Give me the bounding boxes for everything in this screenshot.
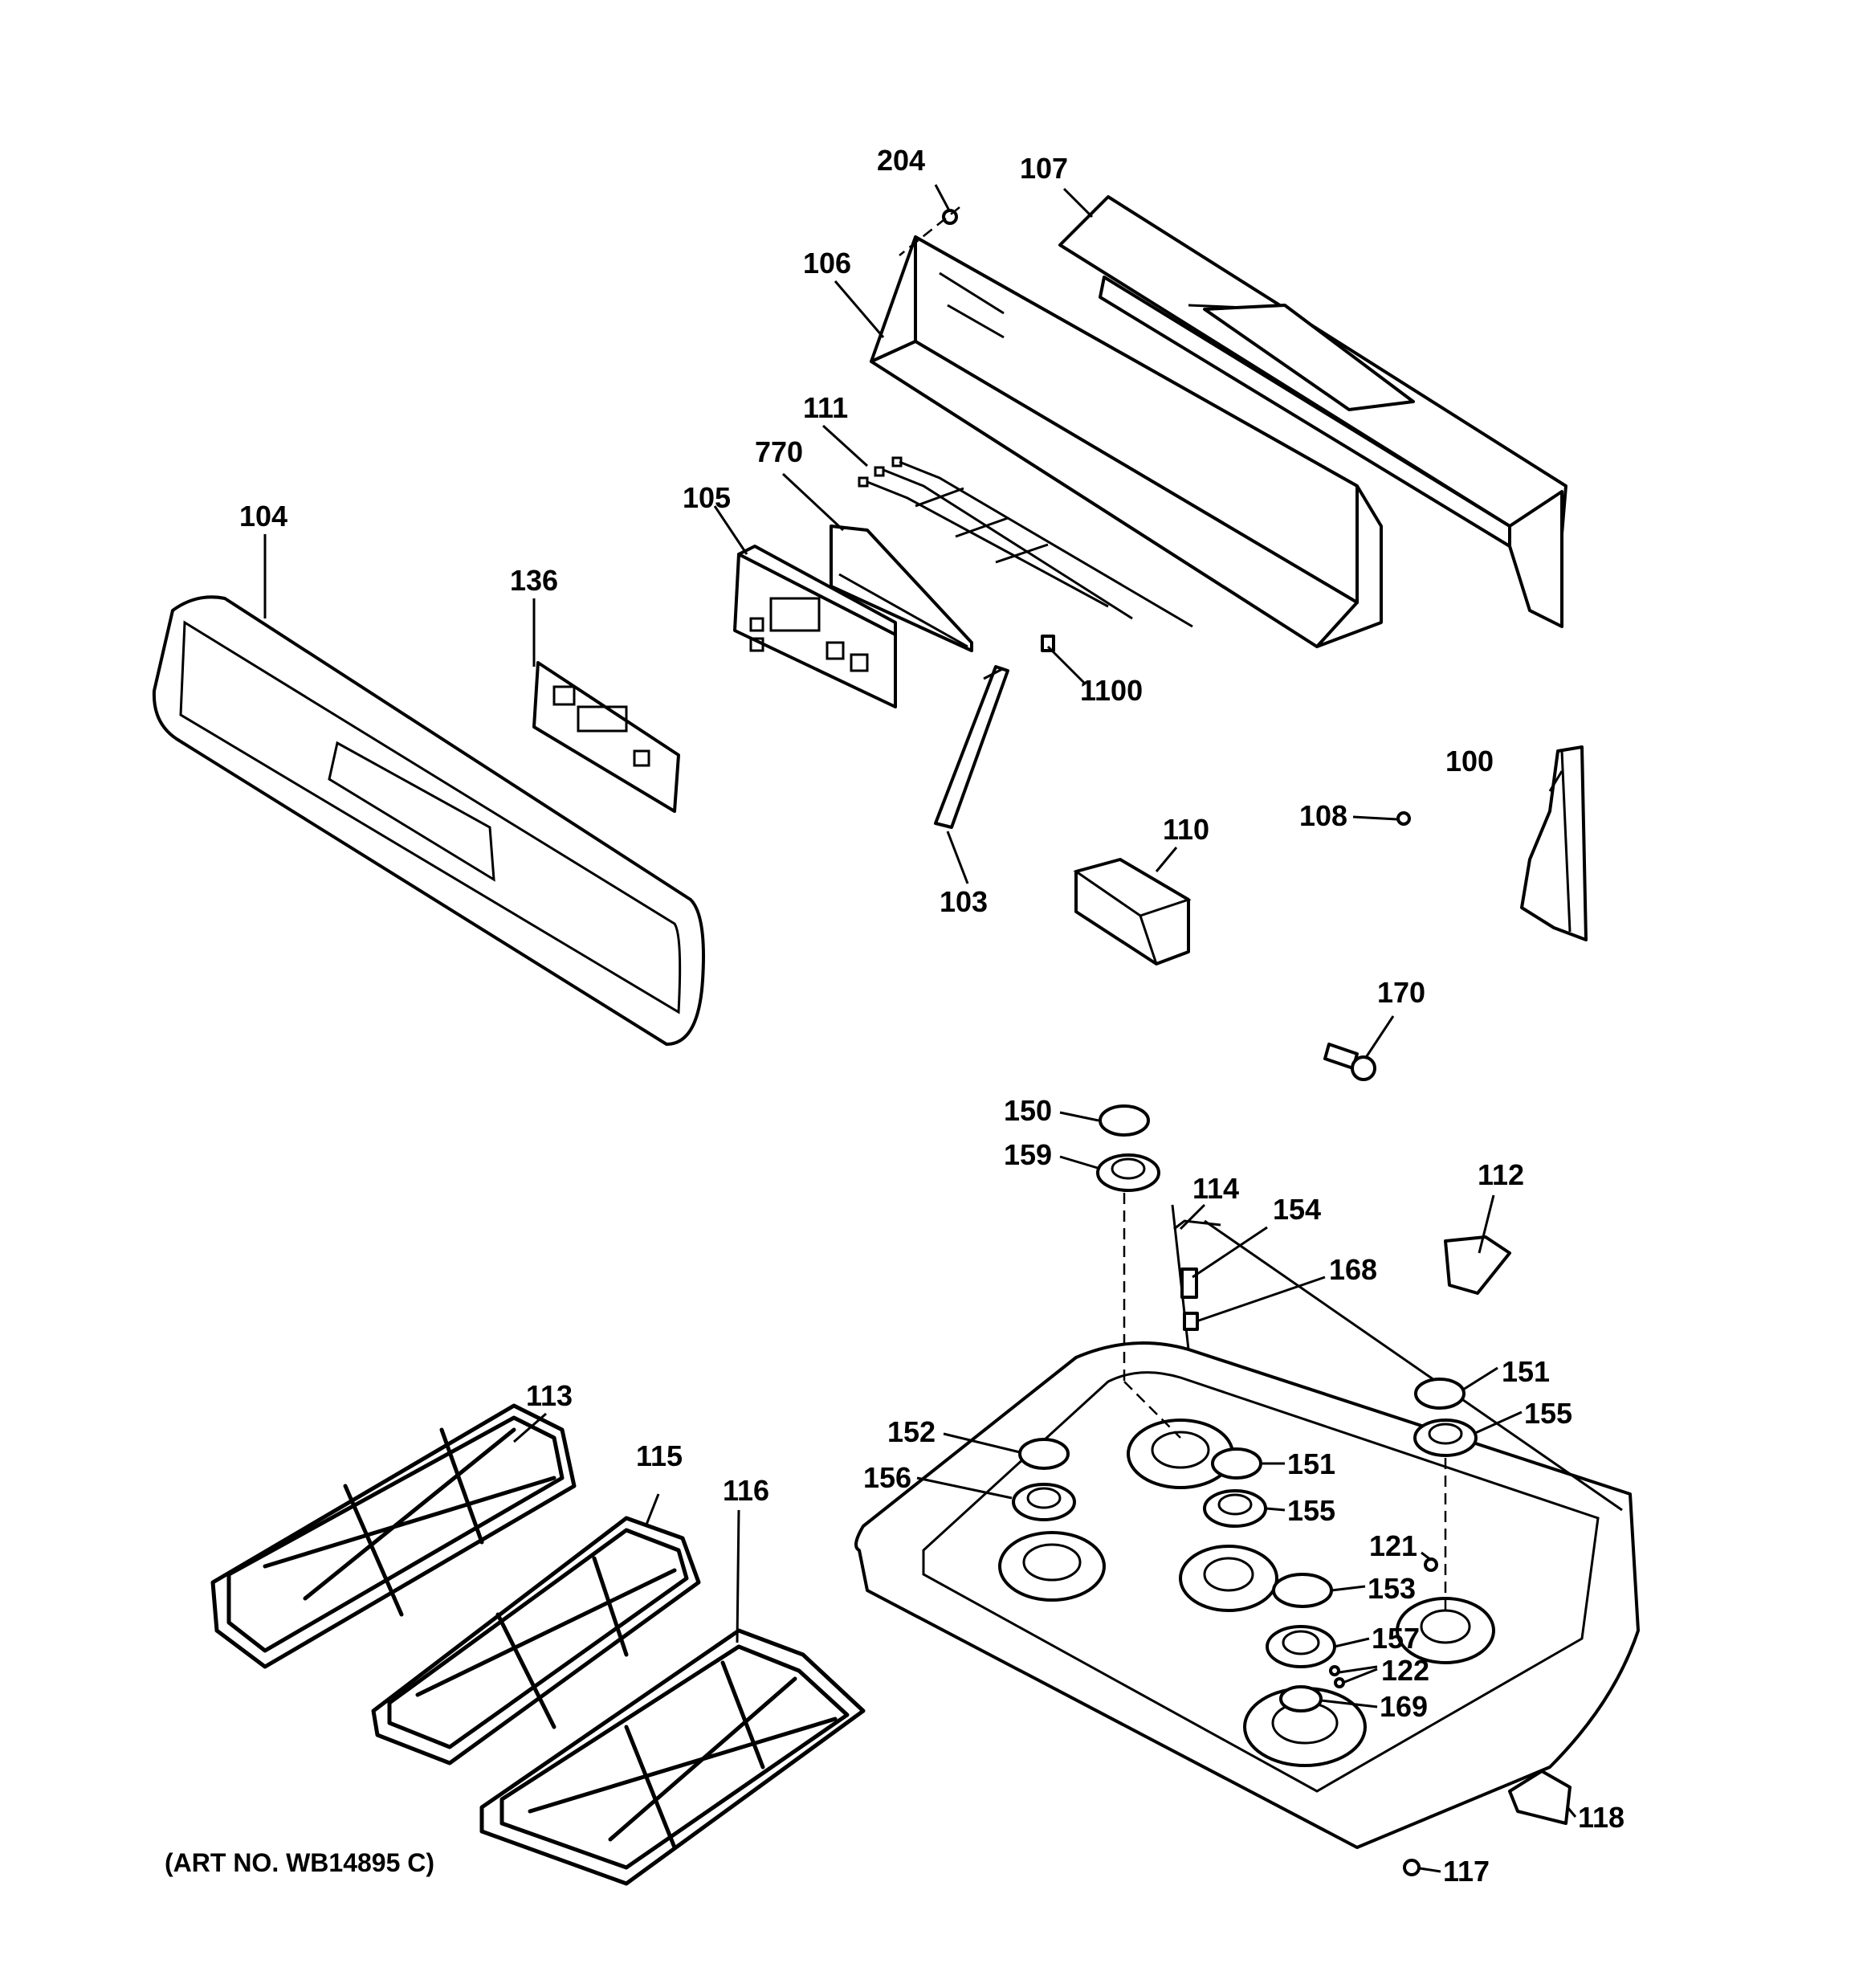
harness-clip-103 [934,665,1009,829]
control-panel-104 [152,595,705,1046]
igniter-154 [1180,1268,1198,1299]
burner-cap-151-center [1211,1447,1262,1480]
label-117: 117 [1443,1855,1490,1888]
relay-board-110 [1073,858,1192,965]
screw-204 [899,206,960,256]
screws-122 [1329,1665,1345,1688]
label-152: 152 [887,1415,936,1448]
label-151-rear-right: 151 [1502,1355,1550,1388]
art-number: (ART NO. WB14895 C) [165,1848,434,1877]
label-100: 100 [1445,745,1494,778]
burner-head-155-center [1203,1489,1267,1528]
backsplash-panel-106 [870,235,1383,648]
label-169: 169 [1380,1690,1428,1723]
burner-169 [1279,1685,1323,1712]
control-board-105 [733,545,897,708]
label-122: 122 [1381,1654,1429,1687]
burner-base-center [1179,1545,1278,1612]
label-155-rear-right: 155 [1524,1397,1572,1430]
label-108: 108 [1299,799,1347,832]
burner-cap-152 [1018,1438,1070,1470]
screw-170 [1323,1043,1376,1081]
clip-1100 [1041,635,1055,652]
bracket-770 [830,525,973,652]
label-103: 103 [940,885,988,918]
burner-head-159 [1096,1153,1160,1192]
burner-base-front-left [998,1531,1106,1602]
leader-lines [263,184,1577,1873]
grate-115 [371,1516,701,1766]
label-168: 168 [1329,1253,1377,1286]
label-105: 105 [683,481,731,514]
label-770: 770 [755,435,803,468]
wire-harness-111 [858,456,1193,628]
label-136: 136 [510,564,558,597]
burner-base-rear-left [1127,1419,1234,1489]
label-112: 112 [1478,1158,1524,1191]
grate-113 [210,1403,577,1669]
backsplash-rear-cover-107 [1058,195,1567,628]
label-153: 153 [1368,1572,1416,1605]
label-150: 150 [1004,1094,1052,1127]
label-114: 114 [1192,1172,1239,1205]
label-118: 118 [1578,1801,1625,1834]
screw-108 [1396,811,1411,826]
side-trim-100 [1520,745,1588,941]
label-110: 110 [1163,813,1209,846]
burner-head-155-rear-right [1413,1419,1478,1457]
switch-112 [1444,1235,1511,1295]
label-107: 107 [1020,152,1068,185]
label-1100: 1100 [1080,674,1143,707]
label-155-center: 155 [1287,1494,1335,1527]
burner-head-156 [1012,1483,1076,1521]
bracket-114 [1173,1219,1221,1231]
burner-cap-153 [1272,1573,1333,1608]
electrode-168 [1183,1312,1199,1331]
label-204: 204 [877,144,925,177]
leg-118 [1508,1770,1572,1825]
label-115: 115 [636,1439,683,1472]
label-154: 154 [1273,1193,1321,1226]
grate-116 [479,1628,866,1886]
label-151-center: 151 [1287,1447,1335,1480]
label-170: 170 [1377,976,1425,1009]
label-116: 116 [723,1474,769,1507]
label-104: 104 [239,500,287,533]
nut-117 [1403,1859,1421,1876]
label-106: 106 [803,247,851,280]
screw-121 [1424,1557,1438,1572]
burner-head-157 [1266,1625,1336,1668]
burner-cap-150 [1099,1104,1150,1137]
burner-base-rear-right [1396,1597,1495,1664]
burner-cap-151-rear-right [1414,1378,1466,1410]
label-121: 121 [1369,1529,1417,1562]
label-113: 113 [526,1379,573,1412]
overlay-136 [532,661,680,813]
label-156: 156 [863,1461,911,1494]
label-111: 111 [803,391,848,424]
label-159: 159 [1004,1138,1052,1171]
label-157: 157 [1372,1622,1420,1655]
